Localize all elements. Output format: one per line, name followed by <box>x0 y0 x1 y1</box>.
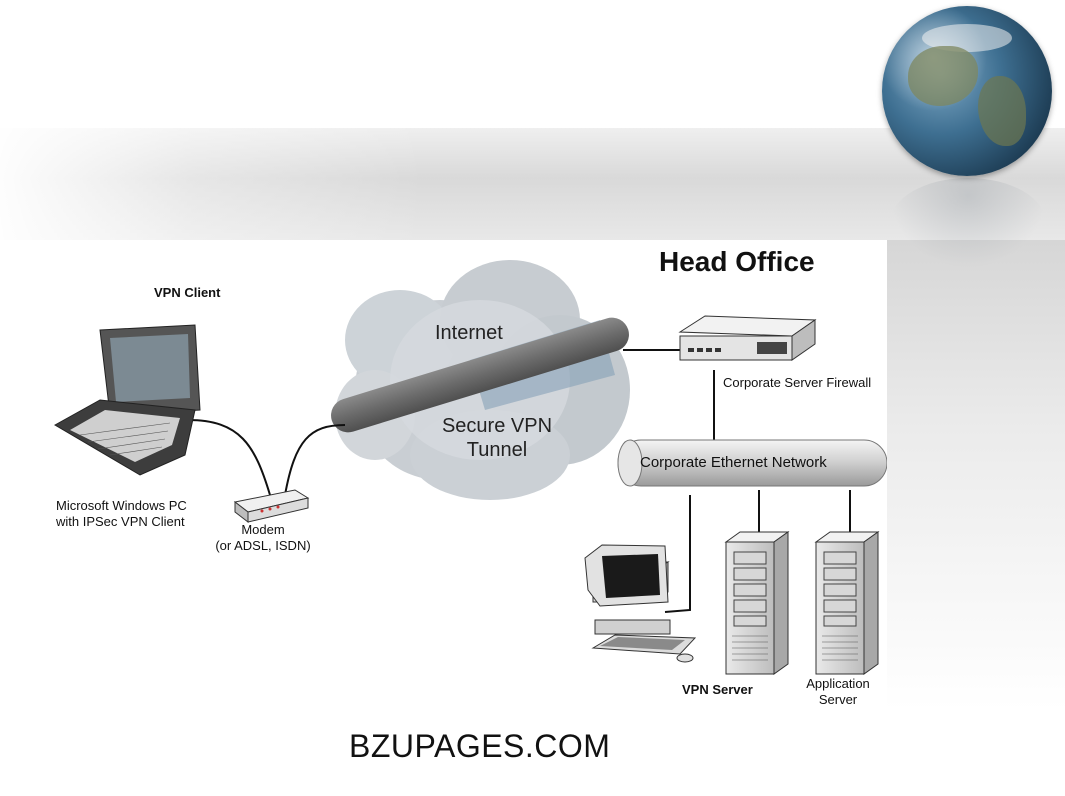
laptop-icon <box>53 324 201 476</box>
header-band-fade <box>0 128 1065 240</box>
globe-reflection <box>890 178 1046 268</box>
tunnel-label: Secure VPN Tunnel <box>441 415 553 461</box>
right-gradient-panel <box>887 240 1065 710</box>
globe-icon <box>882 6 1052 176</box>
vpn-client-label: VPN Client <box>154 285 221 300</box>
vpn-tunnel-pipe <box>331 317 629 433</box>
footer-watermark: BZUPAGES.COM <box>349 728 611 764</box>
vpn-server-icon <box>724 531 790 675</box>
application-server-label-line1: Application <box>806 676 870 691</box>
firewall-icon <box>678 315 817 361</box>
ethernet-pipe <box>617 439 887 487</box>
application-server-icon <box>814 531 880 675</box>
head-office-title: Head Office <box>659 246 815 277</box>
internet-label: Internet <box>435 322 503 344</box>
vpn-server-label: VPN Server <box>682 682 753 697</box>
pc-label: Microsoft Windows PC with IPSec VPN Clie… <box>56 498 187 530</box>
modem-label-line2: (or ADSL, ISDN) <box>215 538 311 553</box>
application-server-label: Application Server <box>798 676 878 708</box>
ethernet-label: Corporate Ethernet Network <box>640 454 827 471</box>
modem-label-line1: Modem <box>241 522 285 537</box>
application-server-label-line2: Server <box>818 692 858 707</box>
pc-label-line1: Microsoft Windows PC <box>56 498 187 513</box>
diagram-graphics <box>53 260 887 675</box>
globe-land <box>908 46 978 106</box>
network-cables <box>187 349 851 613</box>
pc-label-line2: with IPSec VPN Client <box>56 514 185 529</box>
modem-label: Modem (or ADSL, ISDN) <box>208 522 318 554</box>
globe-land <box>978 76 1026 146</box>
vpn-diagram: Head Office VPN Client Internet Secure V… <box>40 240 887 710</box>
modem-icon <box>233 489 310 524</box>
desktop-pc-icon <box>584 544 697 663</box>
firewall-label: Corporate Server Firewall <box>723 375 872 390</box>
